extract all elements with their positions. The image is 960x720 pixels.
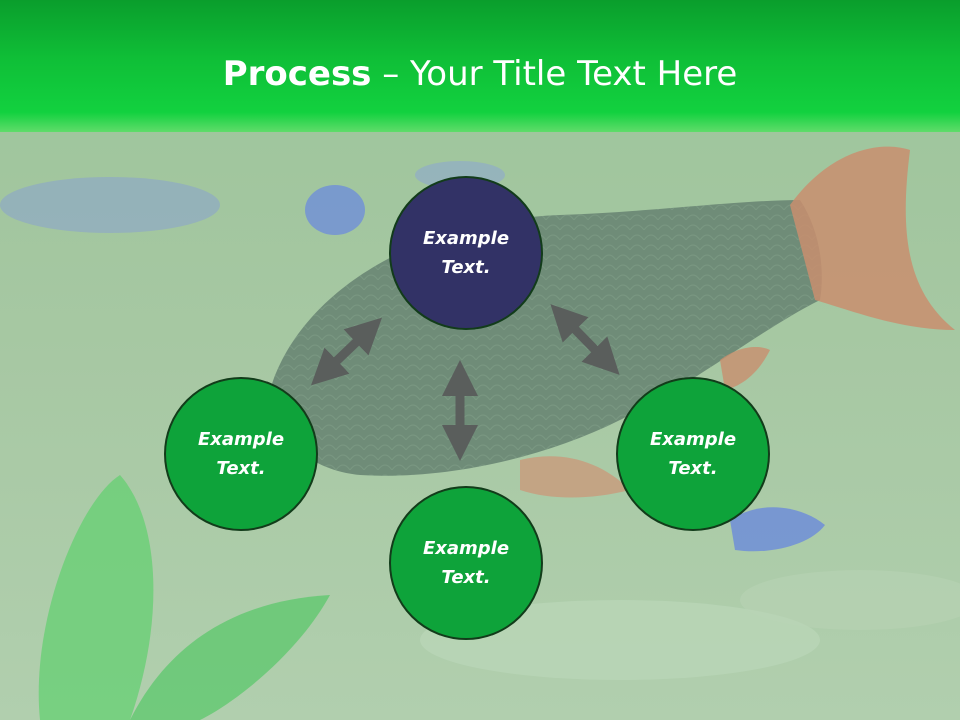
title-rest: – Your Title Text Here (371, 54, 738, 94)
arrow-top-left (310, 317, 383, 386)
node-bottom-label: Example Text. (422, 538, 510, 588)
title-bold: Process (222, 54, 372, 94)
node-bottom: Example Text. (389, 486, 543, 640)
arrow-top-right (550, 304, 620, 375)
title-bar: Process – Your Title Text Here (0, 0, 960, 132)
node-right-label: Example Text. (649, 429, 737, 479)
node-top: Example Text. (389, 176, 543, 330)
node-top-label: Example Text. (422, 228, 510, 278)
slide-title: Process – Your Title Text Here (0, 52, 960, 96)
node-right: Example Text. (616, 377, 770, 531)
node-left: Example Text. (164, 377, 318, 531)
node-left-label: Example Text. (197, 429, 285, 479)
